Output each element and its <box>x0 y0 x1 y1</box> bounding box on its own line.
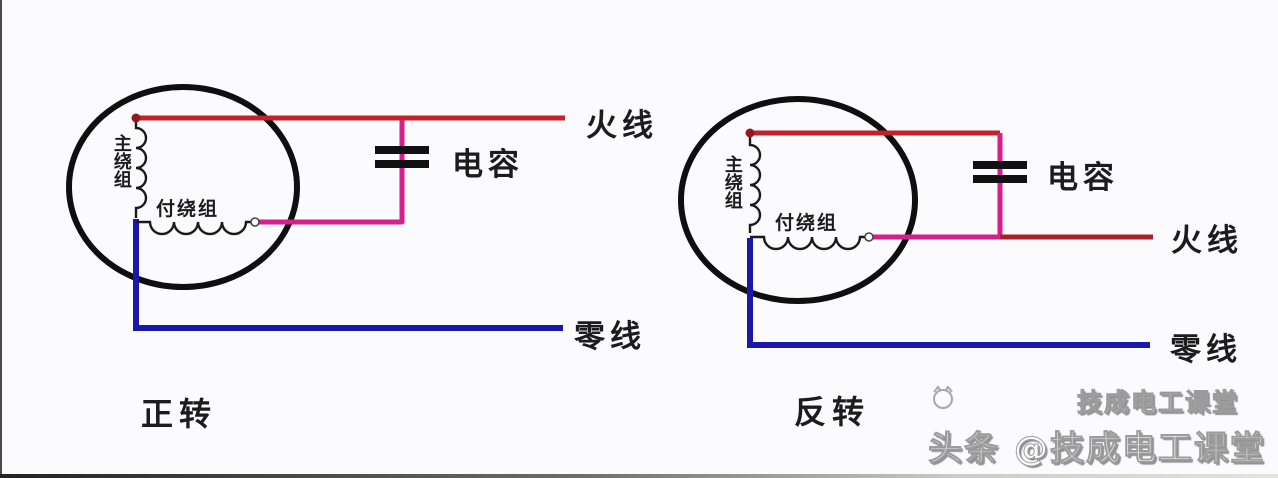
capacitor-label: 电容 <box>452 147 524 183</box>
neutral-wire-label: 零线 <box>1170 332 1242 368</box>
live-wire-label: 火线 <box>1171 223 1243 259</box>
bottom-edge-line <box>0 474 1278 478</box>
left-motor-diagram <box>66 84 565 331</box>
capacitor-wire <box>870 133 1003 240</box>
left-edge-line <box>0 0 2 478</box>
neutral-wire <box>133 219 563 331</box>
capacitor-plate-bottom <box>375 160 429 168</box>
aux-terminal-open <box>864 232 874 242</box>
right-caption-reverse: 反转 <box>794 393 871 431</box>
capacitor-plate-bottom <box>973 175 1027 183</box>
neutral-wire <box>747 238 1150 348</box>
live-terminal-dot <box>745 128 755 138</box>
left-caption-forward: 正转 <box>141 395 218 433</box>
main-winding-label: 主绕组 <box>721 155 743 209</box>
watermark-line1: 技成电工课堂 <box>928 383 1266 419</box>
watermark-line2-text: 头条 @技成电工课堂 <box>928 429 1266 470</box>
main-winding-label: 主绕组 <box>110 134 132 188</box>
main-winding-coil <box>134 117 148 218</box>
watermark: 技成电工课堂 头条 @技成电工课堂 <box>928 383 1266 470</box>
live-terminal-dot <box>131 113 141 123</box>
capacitor-plate-top <box>375 146 429 154</box>
aux-winding-coil <box>750 235 865 251</box>
jicheng-logo-icon <box>933 385 1069 416</box>
main-winding-coil <box>748 132 762 233</box>
right-motor-diagram <box>678 96 1153 348</box>
aux-winding-label: 付绕组 <box>156 198 220 220</box>
capacitor-label: 电容 <box>1047 160 1119 196</box>
capacitor-plate-top <box>973 161 1027 169</box>
watermark-line1-text: 技成电工课堂 <box>1076 388 1239 418</box>
live-wire-label: 火线 <box>586 108 658 144</box>
neutral-wire-label: 零线 <box>574 319 646 355</box>
motor-body-outline <box>66 84 300 290</box>
aux-terminal-open <box>250 217 260 227</box>
aux-winding-label: 付绕组 <box>775 212 839 234</box>
aux-winding-coil <box>136 220 251 236</box>
motor-body-outline <box>678 96 918 304</box>
